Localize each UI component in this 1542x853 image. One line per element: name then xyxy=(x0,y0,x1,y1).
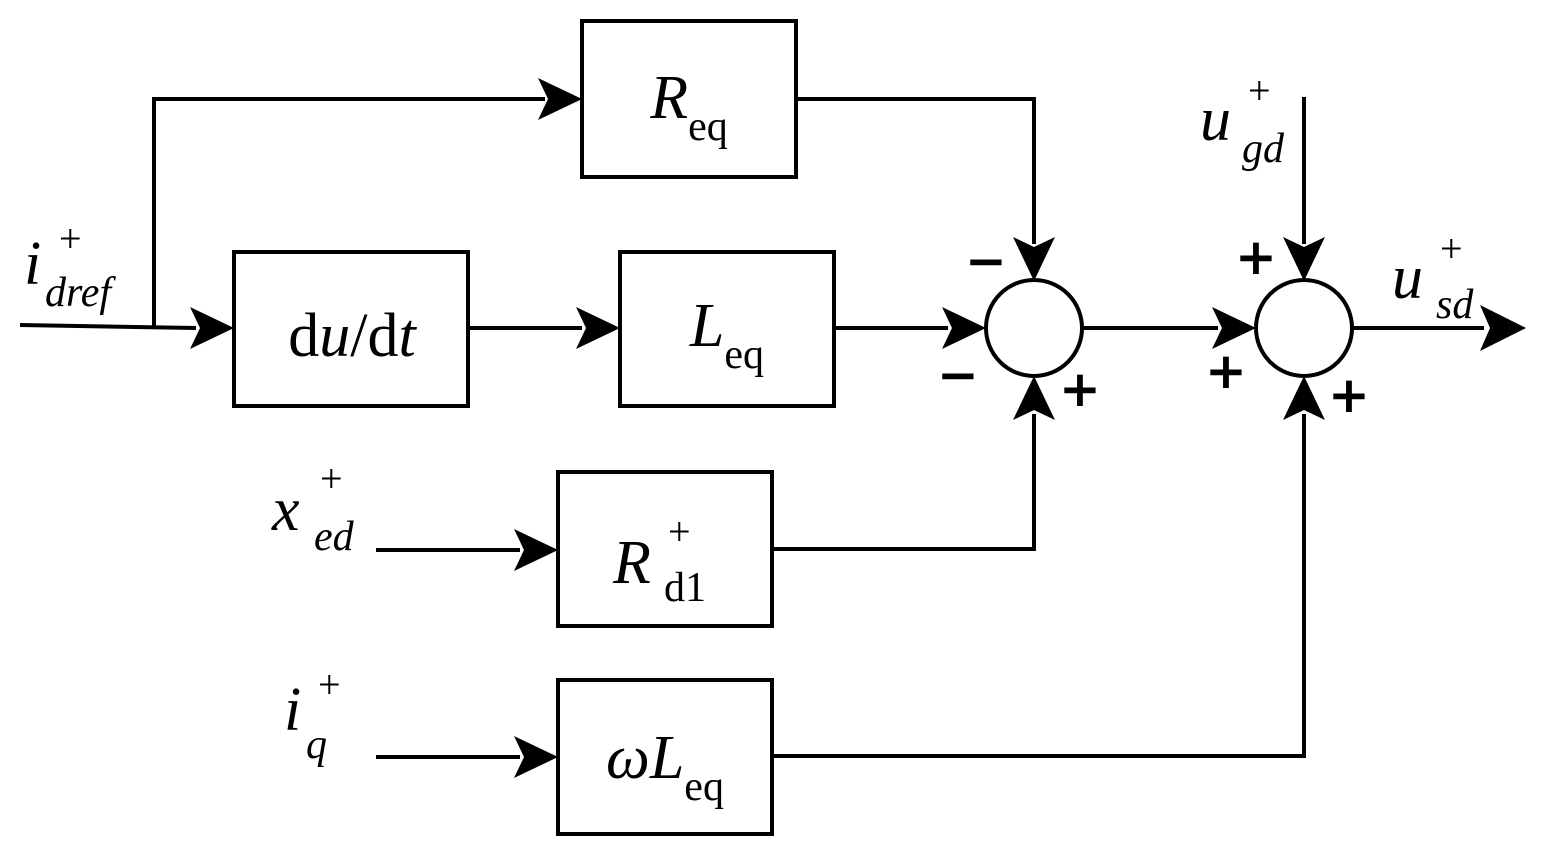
arrow-into-sum2-top xyxy=(1283,237,1325,281)
arrow-into-omega-l-eq xyxy=(514,736,558,778)
u-sd-subscript: sd xyxy=(1436,282,1474,328)
sum2-sign-top: + xyxy=(1235,228,1277,286)
i-q-superscript: + xyxy=(318,662,341,707)
i-dref-subscript: dref xyxy=(45,270,116,316)
arrow-into-derivative xyxy=(190,307,234,349)
r-d1-main-label: R xyxy=(612,529,651,597)
sum1-sign-top: − xyxy=(965,232,1007,290)
x-ed-main: x xyxy=(271,476,300,544)
u-sd-main: u xyxy=(1392,244,1423,312)
u-gd-subscript: gd xyxy=(1242,126,1285,172)
i-q-subscript: q xyxy=(306,722,327,768)
arrow-output xyxy=(1480,305,1526,351)
r-eq-label: Req xyxy=(649,64,728,150)
summing-junction-1 xyxy=(984,278,1084,378)
sum2-sign-left: + xyxy=(1205,342,1247,400)
arrow-into-r-d1 xyxy=(514,529,558,571)
summing-junction-2 xyxy=(1254,278,1354,378)
arrow-into-sum1-bottom xyxy=(1013,376,1055,420)
sum1-sign-left: − xyxy=(937,346,979,404)
r-eq-to-sum1-line xyxy=(796,97,1036,244)
arrow-into-sum1-top xyxy=(1013,237,1055,281)
i-dref-label: i + dref xyxy=(24,216,116,316)
arrow-into-r-eq xyxy=(538,78,582,120)
i-q-label: i + q xyxy=(284,662,341,768)
r-d1-superscript: + xyxy=(668,509,691,554)
arrow-into-sum2-left xyxy=(1212,307,1256,349)
sum1-sign-bottom: + xyxy=(1059,360,1101,418)
u-gd-label: u + gd xyxy=(1200,68,1285,172)
derivative-block: du/dt xyxy=(232,250,470,408)
arrow-into-l-eq xyxy=(576,307,620,349)
omega-l-eq-label: ωLeq xyxy=(606,724,724,810)
omega-l-eq-to-sum2-line xyxy=(772,414,1306,758)
omega-l-eq-block: ωLeq xyxy=(556,678,774,836)
i-q-main: i xyxy=(284,676,301,744)
arrow-into-sum1-left xyxy=(942,307,986,349)
u-sd-superscript: + xyxy=(1440,226,1463,271)
arrowheads xyxy=(190,78,1526,778)
arrow-into-sum2-bottom xyxy=(1283,376,1325,420)
u-gd-main: u xyxy=(1200,86,1231,154)
branch-to-r-eq-line xyxy=(152,97,545,326)
r-eq-block: Req xyxy=(580,19,798,179)
r-d1-subscript: d1 xyxy=(664,565,706,611)
r-d1-to-sum1-line xyxy=(772,414,1036,551)
x-ed-label: x ed + ed xyxy=(271,456,355,560)
l-eq-block: Leq xyxy=(618,250,836,408)
x-ed-subscript: ed xyxy=(314,514,355,560)
u-gd-superscript: + xyxy=(1248,68,1271,113)
i-dref-superscript: + xyxy=(59,216,82,261)
derivative-label: du/dt xyxy=(288,302,417,370)
l-eq-label: Leq xyxy=(689,292,764,378)
i-dref-main: i xyxy=(24,230,41,298)
i-dref-input-line xyxy=(19,323,197,330)
r-d1-block: R + d1 xyxy=(556,470,774,628)
u-sd-label: u + sd xyxy=(1392,226,1474,328)
signal-lines xyxy=(19,97,1484,759)
x-ed-plus: + xyxy=(320,456,343,501)
sum2-sign-bottom: + xyxy=(1328,366,1370,424)
